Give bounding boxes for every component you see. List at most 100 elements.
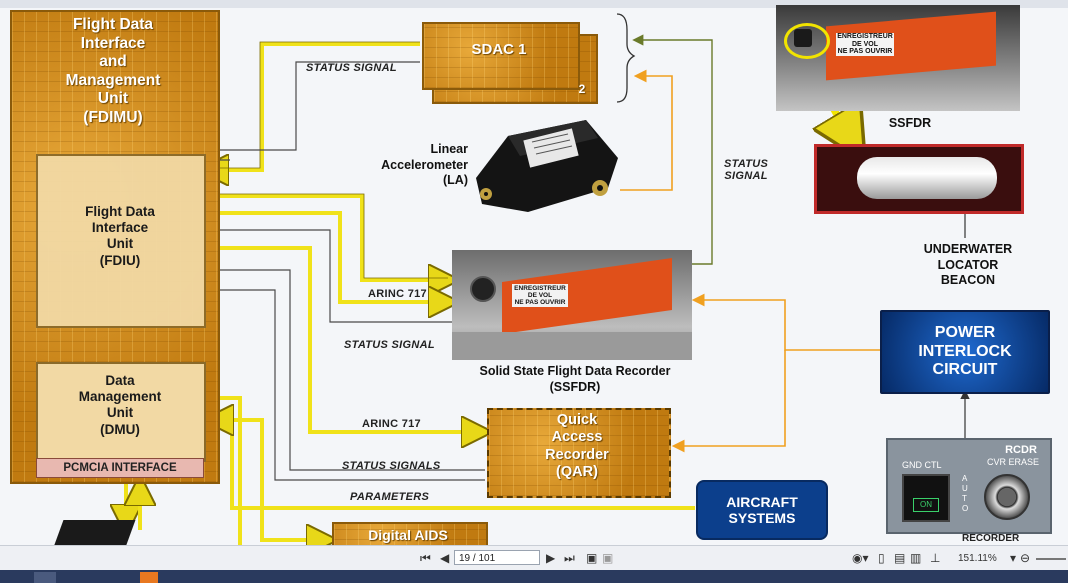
la-caption: Linear Accelerometer (LA) [338, 142, 468, 189]
rcdr-recorder-label: RECORDER [962, 533, 1020, 543]
ssfdr-plate-line1: ENREGISTREUR [514, 285, 566, 292]
dmu-line3: Unit [106, 405, 134, 421]
fdimu-line6: (FDIMU) [83, 108, 143, 126]
continuous-icon[interactable]: ▤ [894, 551, 906, 565]
gnd-ctl-on-indicator: ON [913, 498, 939, 512]
ssfdr-caption: Solid State Flight Data Recorder (SSFDR) [440, 364, 710, 395]
ulb-caption: UNDERWATER LOCATOR BEACON [908, 242, 1028, 289]
fdimu-line4: Management [65, 71, 161, 89]
zoom-out-icon[interactable]: ⊖ [1020, 551, 1031, 565]
zoom-level[interactable]: 151.11% [958, 553, 997, 564]
status-signal-right: STATUS SIGNAL [724, 158, 768, 182]
fdiu-line3: Unit [106, 236, 134, 252]
ssfdr-plate-line3: NE PAS OUVRIR [514, 299, 566, 306]
label-status-signals: STATUS SIGNALS [342, 460, 441, 472]
qar-line3: Recorder [545, 446, 609, 463]
label-status-signal-2: STATUS SIGNAL [344, 339, 435, 351]
aircraft-systems-line2: SYSTEMS [728, 510, 796, 526]
taskbar-start-icon[interactable] [34, 572, 56, 583]
aircraft-systems-box: AIRCRAFT SYSTEMS [696, 480, 828, 540]
globe-icon[interactable]: ◉▾ [852, 551, 869, 565]
la-line2: Accelerometer [381, 157, 468, 172]
qar-line4: (QAR) [556, 464, 598, 481]
sdac-1-label: SDAC 1 [471, 41, 527, 58]
cvr-erase-button[interactable] [984, 474, 1030, 520]
page-number-field[interactable]: 19 / 101 [454, 550, 540, 565]
rcdr-auto-text: A U T O [962, 474, 969, 513]
label-arinc-2: ARINC 717 [362, 418, 421, 430]
power-interlock-line3: CIRCUIT [932, 361, 998, 379]
ssfdr-plate-line2: DE VOL [527, 292, 553, 299]
sdac-2-label: 2 [578, 82, 586, 96]
power-interlock-box: POWER INTERLOCK CIRCUIT [880, 310, 1050, 394]
dmu-title: Data Management Unit (DMU) [40, 373, 200, 438]
viewer-status-bar: ⏮ ◀ 19 / 101 ▶ ⏭ ▣ ▣ ◉▾ ▯ ▤ ▥ ⊥ 151.11% … [0, 545, 1068, 571]
dmu-line2: Management [78, 389, 162, 405]
top-plate-line3: NE PAS OUVRIR [837, 48, 893, 55]
ssfdr-caption-line1: Solid State Flight Data Recorder [479, 364, 671, 378]
fdimu-line5: Unit [97, 90, 129, 108]
dmu-line4: (DMU) [100, 421, 140, 437]
viewer-top-edge [0, 0, 1068, 8]
dmu-block [36, 362, 206, 462]
status-right-line2: SIGNAL [724, 170, 768, 182]
last-page-icon[interactable]: ⏭ [564, 551, 575, 565]
ulb-line2: LOCATOR [937, 257, 999, 272]
ulb-photo [814, 144, 1024, 214]
prev-page-icon[interactable]: ◀ [440, 551, 450, 565]
digital-aids-label: Digital AIDS [368, 527, 448, 543]
dmu-line1: Data [105, 373, 135, 388]
top-photo-label-plate: ENREGISTREUR DE VOL NE PAS OUVRIR [836, 33, 894, 56]
os-taskbar [0, 570, 1068, 583]
fdiu-line1: Flight Data [85, 204, 155, 219]
ssfdr-caption-line2: (SSFDR) [549, 379, 601, 394]
first-page-icon[interactable]: ⏮ [420, 551, 431, 565]
scroll-icon[interactable]: ⊥ [930, 551, 941, 565]
single-page-icon[interactable]: ▯ [878, 551, 885, 565]
view-mode-2-icon[interactable]: ▣ [602, 551, 614, 565]
label-status-signal-1: STATUS SIGNAL [306, 62, 397, 74]
power-interlock-line2: INTERLOCK [918, 342, 1012, 360]
pcmcia-interface: PCMCIA INTERFACE [36, 458, 204, 478]
zoom-slider[interactable] [1036, 558, 1066, 560]
top-plate-line2: DE VOL [851, 40, 879, 48]
ulb-line3: BEACON [940, 273, 996, 288]
next-page-icon[interactable]: ▶ [546, 551, 556, 565]
taskbar-app-icon[interactable] [140, 572, 158, 583]
ssfdr-tray [452, 332, 692, 360]
rcdr-cvr-erase: CVR ERASE [986, 457, 1039, 467]
la-line3: (LA) [443, 173, 468, 188]
aircraft-systems-line1: AIRCRAFT [726, 493, 798, 510]
rcdr-gnd-ctl: GND CTL [902, 460, 942, 470]
qar-line1: Quick [556, 412, 598, 428]
qar-line2: Access [551, 429, 603, 446]
ssfdr-top-caption: SSFDR [888, 116, 932, 130]
fdimu-line2: Interface [80, 34, 146, 52]
fdimu-line1: Flight Data [72, 16, 154, 33]
top-photo-beacon [794, 29, 812, 47]
linear-accelerometer-image [476, 120, 618, 212]
fdimu-title: Flight Data Interface and Management Uni… [20, 16, 206, 128]
fdimu-line3: and [99, 53, 127, 71]
sdac-1-block [422, 22, 580, 90]
pcmcia-label: PCMCIA INTERFACE [63, 462, 177, 474]
ssfdr-label-plate: ENREGISTREUR DE VOL NE PAS OUVRIR [512, 284, 568, 307]
ulb-line1: UNDERWATER [923, 242, 1013, 256]
status-right-line1: STATUS [724, 158, 769, 170]
rcdr-title: RCDR [1005, 444, 1037, 456]
ulb-cylinder [857, 157, 997, 199]
top-plate-line1: ENREGISTREUR [837, 33, 893, 40]
ssfdr-photo: ENREGISTREUR DE VOL NE PAS OUVRIR [452, 250, 692, 360]
fdiu-block [36, 154, 206, 328]
view-mode-icon[interactable]: ▣ [586, 551, 598, 565]
zoom-menu-icon[interactable]: ▾ [1010, 551, 1017, 565]
ssfdr-top-photo: ENREGISTREUR DE VOL NE PAS OUVRIR [776, 5, 1020, 111]
top-photo-highlight-circle [784, 23, 830, 59]
wiring-diagram [0, 13, 970, 545]
fdiu-title: Flight Data Interface Unit (FDIU) [40, 204, 200, 269]
fdiu-line2: Interface [91, 220, 149, 236]
two-page-icon[interactable]: ▥ [910, 551, 922, 565]
qar-block [487, 408, 671, 498]
la-line1: Linear [430, 142, 468, 156]
label-arinc-1: ARINC 717 [368, 288, 427, 300]
